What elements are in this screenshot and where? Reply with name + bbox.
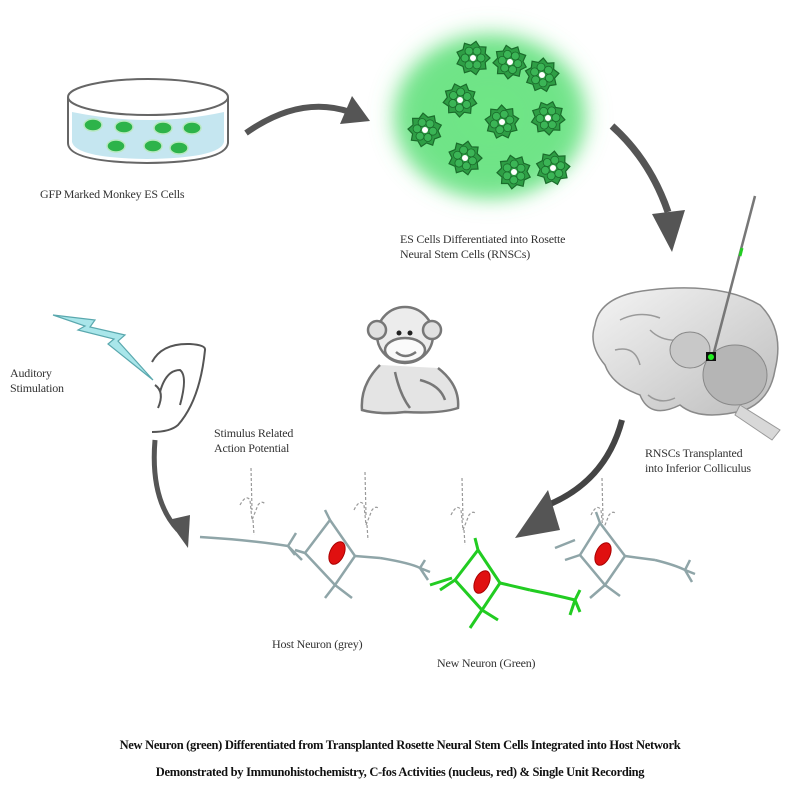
- label-auditory-line2: Stimulation: [10, 381, 64, 395]
- label-es-cells: GFP Marked Monkey ES Cells: [40, 187, 185, 201]
- label-transplant: RNSCs Transplanted into Inferior Collicu…: [645, 446, 751, 476]
- label-auditory-line1: Auditory: [10, 366, 52, 380]
- monkey-brain: [592, 287, 781, 441]
- rosette-cell: [407, 112, 443, 148]
- injection-needle: [706, 195, 757, 361]
- host-neuron-1: [199, 509, 431, 599]
- rosette-cell: [524, 57, 560, 93]
- label-transplant-line1: RNSCs Transplanted: [645, 446, 743, 460]
- label-transplant-line2: into Inferior Colliculus: [645, 461, 751, 475]
- label-stimulus: Stimulus Related Action Potential: [214, 426, 293, 456]
- rosette-cell: [448, 140, 483, 176]
- caption-line1: New Neuron (green) Differentiated from T…: [119, 738, 681, 752]
- lightning-icon: [52, 314, 154, 381]
- rosette-cell: [530, 100, 566, 136]
- label-auditory: Auditory Stimulation: [10, 366, 64, 396]
- label-rnsc-line1: ES Cells Differentiated into Rosette: [400, 232, 566, 246]
- label-stimulus-line2: Action Potential: [214, 441, 290, 455]
- label-rnsc-line2: Neural Stem Cells (RNSCs): [400, 247, 530, 261]
- rosette-cell: [442, 83, 478, 118]
- arrow-ear-to-network: [151, 439, 190, 548]
- host-neuron-2: [554, 511, 696, 599]
- label-rnsc: ES Cells Differentiated into Rosette Neu…: [400, 232, 565, 262]
- caption-line2: Demonstrated by Immunohistochemistry, C-…: [155, 765, 645, 779]
- rosette-cell: [535, 150, 571, 186]
- rosette-cluster: [380, 20, 600, 210]
- ear-icon: [151, 342, 207, 433]
- rosette-cell: [496, 154, 532, 190]
- arrow-brain-to-network: [515, 419, 625, 538]
- label-stimulus-line1: Stimulus Related: [214, 426, 294, 440]
- gfp-cell-colonies: [83, 118, 202, 155]
- arrow-dish-to-rosettes: [244, 96, 370, 136]
- arrow-rosettes-to-brain: [609, 123, 685, 252]
- monkey-icon: [360, 305, 460, 415]
- label-new-neuron: New Neuron (Green): [437, 656, 536, 670]
- rosette-cell: [456, 40, 491, 76]
- label-host-neuron: Host Neuron (grey): [272, 637, 363, 651]
- rosette-cell: [484, 104, 520, 139]
- new-neuron: [429, 537, 582, 629]
- petri-dish: [67, 78, 229, 165]
- rosette-cell: [492, 44, 528, 80]
